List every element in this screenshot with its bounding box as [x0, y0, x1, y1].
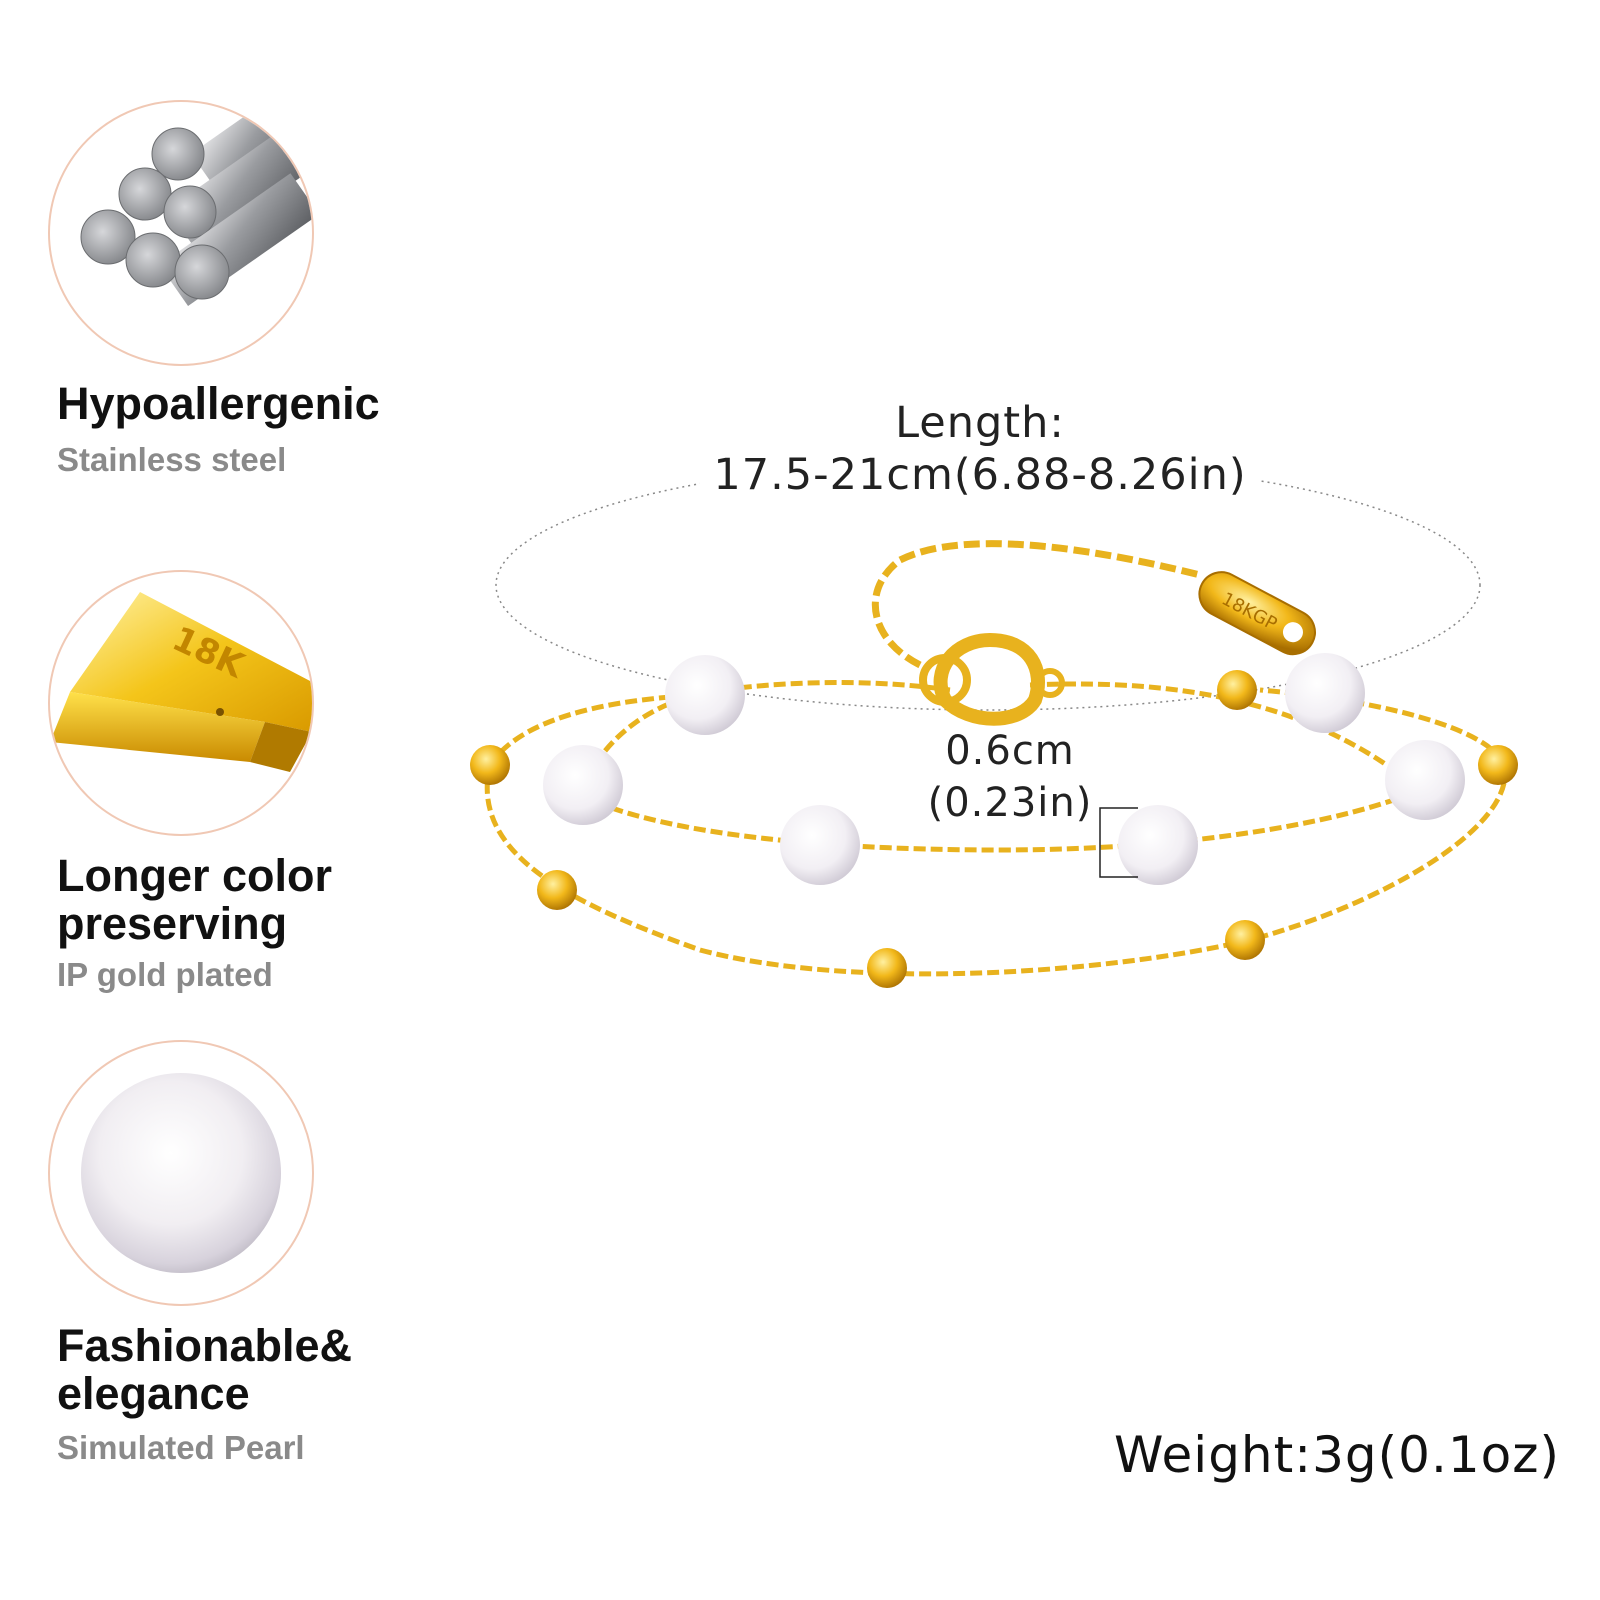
feature-title-hypoallergenic: Hypoallergenic — [57, 378, 380, 429]
feature-subtitle-gold: IP gold plated — [57, 956, 273, 993]
brand-tag: 18KGP — [1198, 571, 1316, 656]
pearl — [780, 805, 860, 885]
steel-icon-circle — [48, 100, 314, 366]
lobster-clasp — [919, 632, 1065, 726]
gold-icon-circle: 18K — [48, 570, 314, 836]
gold-bead — [470, 745, 510, 785]
feature-subtitle-steel: Stainless steel — [57, 441, 287, 478]
pearl — [543, 745, 623, 825]
feature-title-color: Longer color preserving — [57, 850, 333, 949]
feature-subtitle-pearl: Simulated Pearl — [57, 1429, 305, 1466]
gold-bead — [1478, 745, 1518, 785]
length-label: Length: — [895, 398, 1065, 448]
pearl — [1118, 805, 1198, 885]
pearl — [1285, 653, 1365, 733]
inner-chain — [578, 787, 1421, 853]
gold-bead — [867, 948, 907, 988]
pearl-icon — [81, 1073, 281, 1273]
feature-title-fashion: Fashionable& elegance — [57, 1320, 353, 1419]
width-value-cm: 0.6cm — [945, 728, 1075, 774]
extender-chain — [871, 540, 1201, 669]
gold-bead — [537, 870, 577, 910]
gold-bead — [1217, 670, 1257, 710]
gold-bead — [1225, 920, 1265, 960]
pearl-icon-circle — [48, 1040, 314, 1306]
outer-chain — [484, 687, 1508, 977]
weight-label: Weight:3g(0.1oz) — [1114, 1426, 1560, 1484]
width-bracket — [1099, 807, 1138, 878]
gold-bar-icon: 18K — [50, 592, 312, 772]
width-value-in: (0.23in) — [927, 780, 1093, 826]
length-value: 17.5-21cm(6.88-8.26in) — [700, 447, 1260, 503]
steel-rods-icon — [80, 102, 312, 306]
pearl — [1385, 740, 1465, 820]
pearl — [665, 655, 745, 735]
